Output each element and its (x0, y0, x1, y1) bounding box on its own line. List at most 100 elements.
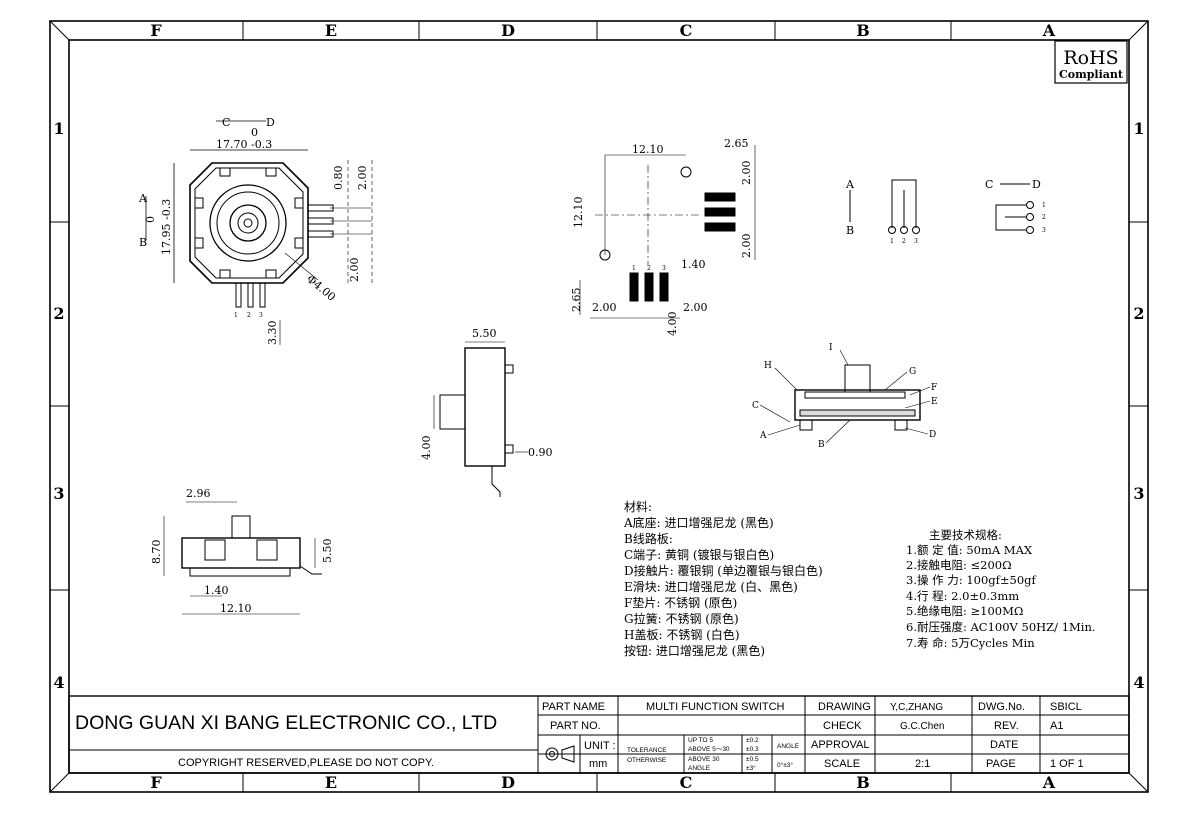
spec-item: 7.寿 命: 5万Cycles Min (906, 636, 1035, 650)
sec-e: E (931, 397, 938, 407)
tol-value-1: ±0.2 (746, 737, 759, 744)
sch-pin-1: 1 (890, 238, 894, 245)
front-view (163, 501, 322, 615)
rev-label: REV. (994, 720, 1019, 732)
angle-value: 0°±3° (777, 761, 793, 769)
otherwise-label: OTHERWISE (627, 757, 667, 764)
axis-b-label: B (139, 236, 147, 249)
sch-a: A (845, 178, 855, 191)
dim-1210-v: 12.10 (572, 197, 585, 229)
check-value: G.C.Chen (900, 721, 944, 732)
tol-range-4: ANGLE (688, 765, 711, 772)
section-view (759, 349, 931, 444)
angle-label: ANGLE (777, 743, 800, 750)
material-item: G拉簧: 不锈钢 (原色) (624, 611, 739, 626)
dim-265-left: 2.65 (570, 288, 583, 313)
schematic (849, 179, 1034, 234)
axis-c-label: C (222, 116, 230, 129)
footprint-labels: 12.10 2.65 2.00 12.10 2.00 1.40 2.65 2.0… (570, 137, 753, 336)
materials-title: 材料: (624, 500, 652, 514)
page-value: 1 OF 1 (1050, 758, 1084, 770)
sec-i: I (829, 343, 833, 353)
rohs-text: RoHS (1063, 47, 1118, 69)
sec-h: H (764, 361, 772, 371)
sec-g: G (909, 367, 916, 377)
rohs-compliant-text: Compliant (1059, 68, 1124, 81)
spec-item: 1.额 定 值: 50mA MAX (906, 543, 1033, 557)
dwg-no-value: SBICL (1050, 701, 1082, 713)
side-view (433, 341, 528, 497)
front-view-labels: 2.96 8.70 5.50 1.40 12.10 (150, 487, 334, 615)
sch-right-pin-3: 3 (1042, 227, 1046, 234)
dim-140: 1.40 (204, 584, 229, 597)
dim-870: 8.70 (150, 540, 163, 565)
tol-range-2: ABOVE 5～30 (688, 746, 730, 753)
col-label-top-c: C (680, 21, 693, 40)
company-name: DONG GUAN XI BANG ELECTRONIC CO., LTD (75, 712, 497, 734)
dim-200-b: 2.00 (740, 234, 753, 259)
tol-value-4: ±3° (746, 764, 756, 772)
unit-label: UNIT : (584, 740, 616, 752)
tolerance-label: TOLERANCE (627, 747, 667, 754)
top-view (145, 120, 373, 345)
part-no-label: PART NO. (550, 720, 601, 732)
dim-296: 2.96 (186, 487, 211, 500)
pad-num-3: 3 (662, 265, 666, 272)
dim-200-bottom: 2.00 (348, 258, 361, 283)
pad-num-2: 2 (647, 265, 651, 272)
dim-200-d: 2.00 (683, 301, 708, 314)
sec-a: A (759, 431, 767, 441)
sch-b: B (846, 224, 854, 237)
material-item: D接触片: 覆银铜 (单边覆银与银白色) (624, 563, 823, 578)
material-item: E滑块: 进口增强尼龙 (白、黑色) (624, 579, 798, 594)
page-label: PAGE (986, 758, 1016, 770)
col-label-top-d: D (501, 21, 515, 40)
row-label-right-4: 4 (1133, 673, 1144, 692)
sec-d: D (929, 430, 936, 440)
tol-range-3: ABOVE 30 (688, 756, 720, 763)
zone-labels: F E D C B A F E D C B A 1 2 3 4 1 2 3 4 (53, 21, 1144, 792)
pcb-footprint (579, 145, 756, 319)
col-label-top-e: E (325, 21, 337, 40)
row-label-right-2: 2 (1133, 304, 1144, 323)
sch-pin-3: 3 (914, 238, 918, 245)
title-block (68, 695, 1130, 774)
width-dimension: 17.70 -0.3 (216, 138, 272, 151)
col-label-top-b: B (856, 21, 870, 40)
spec-item: 5.绝缘电阻: ≥100MΩ (906, 604, 1023, 618)
height-dimension: 17.95 -0.3 (160, 199, 173, 255)
schematic-labels: A B C D 1 2 3 1 2 3 (845, 178, 1046, 245)
date-label: DATE (990, 739, 1019, 751)
axis-d-label: D (266, 116, 275, 129)
material-item: 按钮: 进口增强尼龙 (黑色) (624, 643, 765, 658)
dim-090: 0.90 (528, 446, 553, 459)
specs-list: 主要技术规格: 1.额 定 值: 50mA MAX 2.接触电阻: ≤200Ω … (906, 528, 1096, 650)
axis-cd-zero: 0 (251, 126, 258, 139)
projection-symbol (545, 747, 559, 761)
col-label-bottom-a: A (1042, 773, 1056, 792)
check-label: CHECK (823, 720, 862, 732)
spec-item: 3.操 作 力: 100gf±50gf (906, 573, 1037, 587)
sch-right-pin-2: 2 (1042, 214, 1046, 221)
material-item: H盖板: 不锈钢 (白色) (624, 627, 740, 642)
sch-right-pin-1: 1 (1042, 202, 1046, 209)
dim-400: 4.00 (666, 312, 679, 337)
title-block-text: DONG GUAN XI BANG ELECTRONIC CO., LTD CO… (75, 701, 1084, 772)
dim-330: 3.30 (266, 321, 279, 346)
sec-c: C (752, 401, 759, 411)
tol-range-1: UP TO 5 (688, 737, 713, 744)
scale-value: 2:1 (915, 758, 930, 770)
dwg-no-label: DWG.No. (978, 701, 1025, 713)
col-label-bottom-c: C (680, 773, 693, 792)
materials-list: 材料: A底座: 进口增强尼龙 (黑色) B线路板: C端子: 黄铜 (镀银与银… (623, 500, 823, 658)
dim-400: 4.00 (420, 436, 433, 461)
scale-label: SCALE (824, 758, 860, 770)
row-label-left-3: 3 (53, 484, 64, 503)
row-label-left-1: 1 (53, 119, 64, 138)
tol-value-2: ±0.3 (746, 746, 759, 753)
sch-d: D (1032, 178, 1041, 191)
dim-550: 5.50 (472, 327, 497, 340)
col-label-bottom-d: D (501, 773, 515, 792)
dim-200-c: 2.00 (592, 301, 617, 314)
